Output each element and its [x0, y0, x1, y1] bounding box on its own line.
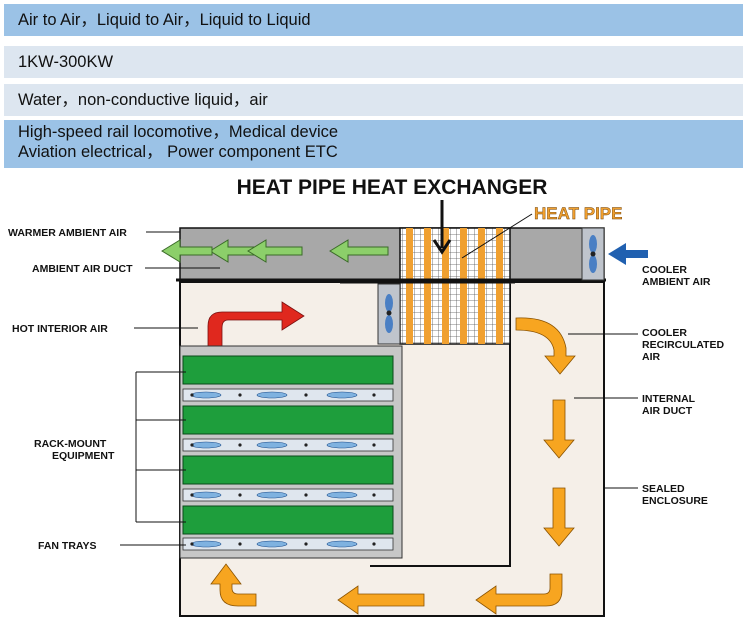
rack-unit-1 — [182, 355, 394, 385]
rack-unit-2 — [182, 405, 394, 435]
hot-interior-air-arrow — [207, 301, 305, 353]
label-cooler-recirc-3: AIR — [642, 351, 661, 363]
label-cooler-recirc-2: RECIRCULATED — [642, 339, 724, 351]
ambient-arrow-3 — [329, 239, 389, 263]
spec-row-power: 1KW-300KW — [4, 46, 743, 78]
ambient-fan — [581, 227, 605, 281]
label-ambient-air-duct: AMBIENT AIR DUCT — [32, 263, 133, 275]
recirc-arrow-left — [337, 585, 425, 615]
spec-applications-line-1: High-speed rail locomotive，Medical devic… — [18, 123, 339, 141]
label-internal-duct-2: AIR DUCT — [642, 405, 693, 417]
recirc-arrow-curve-bottom — [475, 573, 563, 615]
heat-pipe-label: HEAT PIPE — [534, 204, 622, 223]
label-warmer-ambient-air: WARMER AMBIENT AIR — [8, 227, 127, 239]
interior-fan — [377, 283, 401, 345]
label-rack-mount-1: RACK-MOUNT — [34, 438, 107, 450]
cooler-ambient-arrow — [608, 243, 648, 265]
fan-trays — [182, 388, 394, 551]
label-sealed-2: ENCLOSURE — [642, 495, 708, 507]
spec-applications-line-2: Aviation electrical， Power component ETC — [18, 143, 338, 161]
label-internal-duct-1: INTERNAL — [642, 393, 696, 405]
rack-unit-4 — [182, 505, 394, 535]
ambient-arrow-out — [161, 239, 213, 263]
recirc-arrow-down-2 — [543, 487, 575, 547]
label-cooler-recirc-1: COOLER — [642, 327, 687, 339]
heat-exchanger-block — [399, 227, 511, 345]
label-rack-mount-2: EQUIPMENT — [52, 450, 115, 462]
recirc-arrow-curve-top — [515, 317, 576, 375]
ambient-arrow-2 — [247, 239, 303, 263]
rack-units — [182, 355, 394, 535]
spec-types-text: Air to Air，Liquid to Air，Liquid to Liqui… — [18, 11, 311, 29]
spec-row-types: Air to Air，Liquid to Air，Liquid to Liqui… — [4, 4, 743, 36]
recirculated-air-arrows — [210, 317, 576, 615]
diagram-title: HEAT PIPE HEAT EXCHANGER — [237, 176, 548, 199]
spec-media-text: Water，non-conductive liquid，air — [18, 91, 268, 109]
ambient-air-arrows — [161, 239, 389, 263]
label-fan-trays: FAN TRAYS — [38, 540, 97, 552]
internal-air-duct — [370, 284, 511, 567]
spec-row-applications: High-speed rail locomotive，Medical devic… — [4, 120, 743, 168]
rack-mount-bracket — [135, 371, 186, 523]
label-cooler-ambient-2: AMBIENT AIR — [642, 276, 711, 288]
rack-unit-3 — [182, 455, 394, 485]
recirc-arrow-down-1 — [543, 399, 575, 459]
spec-power-text: 1KW-300KW — [18, 53, 114, 71]
label-hot-interior-air: HOT INTERIOR AIR — [12, 323, 108, 335]
label-cooler-ambient-1: COOLER — [642, 264, 687, 276]
heat-pipes — [406, 228, 503, 344]
heat-flow-arrow — [432, 200, 452, 255]
recirc-arrow-up-curve — [210, 563, 257, 607]
label-sealed-1: SEALED — [642, 483, 685, 495]
heat-pipe-leader — [461, 213, 533, 259]
spec-row-media: Water，non-conductive liquid，air — [4, 84, 743, 116]
